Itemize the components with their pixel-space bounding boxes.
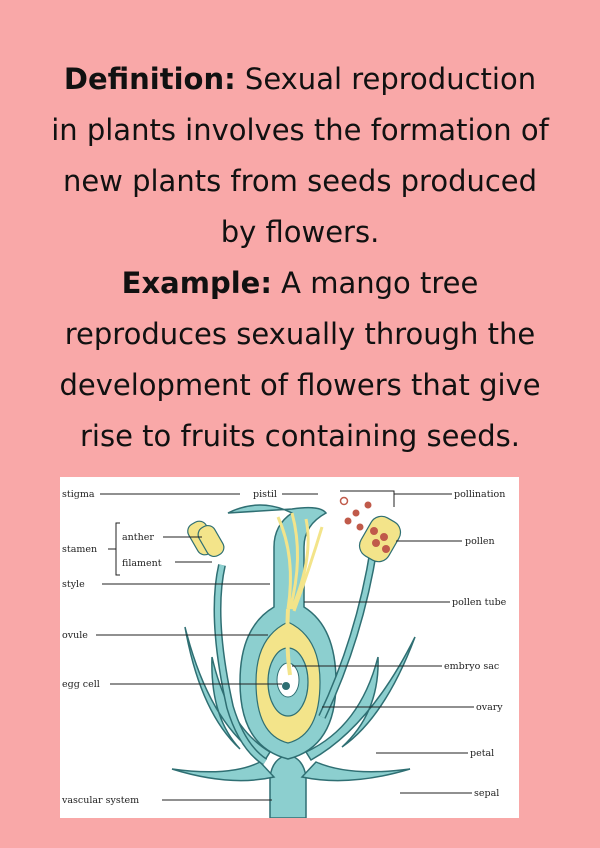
definition-line-4: by flowers. <box>220 215 380 249</box>
petal-right <box>304 636 416 762</box>
example-line-3: development of flowers that give <box>59 368 541 402</box>
egg-cell <box>282 682 290 690</box>
flower-diagram-svg: stigma stamen anther filament style ovul… <box>61 489 507 818</box>
pollen-grain-air <box>352 509 360 517</box>
pollination-bracket <box>340 490 395 507</box>
label-pistil: pistil <box>253 489 277 500</box>
label-pollination: pollination <box>454 489 505 500</box>
example-line-1: Example: A mango tree <box>0 258 600 309</box>
example-line-2: reproduces sexually through the <box>64 317 536 351</box>
anther-2 <box>197 524 225 558</box>
sepal-right <box>300 761 411 782</box>
definition-label: Definition: <box>63 62 236 96</box>
pollen-grain <box>380 533 388 541</box>
filament-right-inner <box>319 546 377 719</box>
label-embryo-sac: embryo sac <box>444 661 499 672</box>
pollen-grain-air <box>344 517 352 525</box>
definition-line-2: in plants involves the formation of <box>51 113 549 147</box>
label-anther: anther <box>122 532 154 543</box>
label-pollen: pollen <box>465 536 495 547</box>
label-egg-cell: egg cell <box>62 679 100 690</box>
leader-lines-right <box>292 493 474 794</box>
pollen-grain-air <box>339 496 349 506</box>
pollen-grain-air <box>356 523 364 531</box>
label-vascular-system: vascular system <box>61 795 139 806</box>
example-text-1: A mango tree <box>281 266 479 300</box>
label-sepal: sepal <box>474 788 499 799</box>
stem <box>269 756 307 818</box>
filament-left-inner <box>215 564 267 765</box>
pollen-tube <box>285 608 292 676</box>
text-block: Definition: Sexual reproduction in plant… <box>0 54 600 462</box>
pollen-grain <box>382 545 390 553</box>
pollen-grain <box>370 527 378 535</box>
label-stigma: stigma <box>62 489 95 500</box>
flower-diagram: stigma stamen anther filament style ovul… <box>60 477 519 818</box>
leader-lines-left <box>96 493 282 801</box>
label-pollen-tube: pollen tube <box>452 597 507 608</box>
example-label: Example: <box>121 266 272 300</box>
pollen-tubes-stigma <box>276 512 324 612</box>
definition-line-3: new plants from seeds produced <box>62 164 538 198</box>
label-ovule: ovule <box>62 630 88 641</box>
label-stamen: stamen <box>62 544 97 555</box>
sepal-left <box>171 761 276 782</box>
label-ovary: ovary <box>476 702 503 713</box>
example-line-4: rise to fruits containing seeds. <box>80 419 520 453</box>
definition-line-1: Definition: Sexual reproduction <box>0 54 600 105</box>
label-filament: filament <box>122 558 162 569</box>
pollen-grain <box>372 539 380 547</box>
pollen-sac <box>358 515 402 563</box>
definition-text-1: Sexual reproduction <box>244 62 537 96</box>
pollen-grain-air <box>364 501 372 509</box>
label-style: style <box>62 579 85 590</box>
label-petal: petal <box>470 748 494 759</box>
